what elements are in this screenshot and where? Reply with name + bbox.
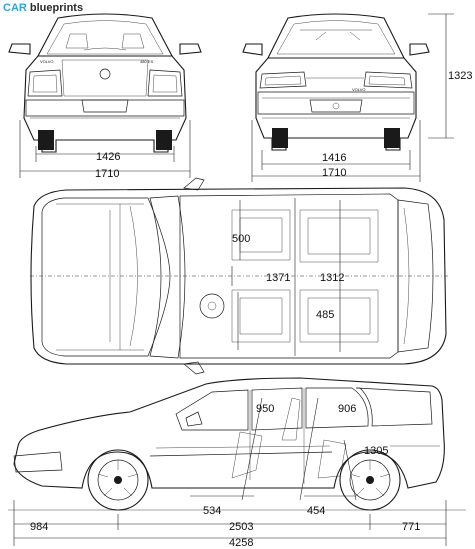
dim-seat-offset-front: 534	[203, 505, 221, 517]
front-view	[242, 13, 430, 151]
dim-overall-length: 4258	[229, 537, 253, 549]
dim-front-overhang: 984	[30, 521, 48, 533]
logo-part-blueprints: blueprints	[26, 2, 84, 14]
rear-badge-left: VOLVO	[40, 59, 54, 64]
dim-rear-headroom: 906	[338, 403, 356, 415]
dim-front-width: 1710	[322, 167, 346, 179]
dim-rear-overhang: 771	[402, 521, 420, 533]
rear-view	[8, 13, 202, 153]
dim-front-interior-width: 1371	[266, 272, 290, 284]
dim-seat-offset-rear: 454	[307, 505, 325, 517]
rear-badge-right: 480 ES	[140, 59, 153, 64]
dim-seat-depth: 500	[232, 233, 250, 245]
front-dimension-lines	[251, 13, 454, 182]
dim-rear-interior-width: 1312	[320, 272, 344, 284]
dim-front-headroom: 950	[256, 403, 274, 415]
dim-front-track: 1416	[322, 152, 346, 164]
top-view	[30, 177, 448, 375]
side-view	[8, 377, 466, 511]
logo-part-car: CAR	[3, 2, 27, 14]
rear-dimension-lines	[19, 120, 191, 178]
dim-wheelbase: 2503	[229, 521, 253, 533]
dim-rear-track: 1426	[96, 151, 120, 163]
car-blueprints-logo: CAR blueprints	[3, 2, 83, 14]
side-dimension-lines	[13, 397, 447, 546]
dim-height: 1323	[448, 70, 472, 82]
front-badge: VOLVO	[352, 87, 366, 92]
dim-cargo-length: 1305	[364, 445, 388, 457]
dim-rear-seat-depth: 485	[316, 309, 334, 321]
dim-rear-width: 1710	[95, 168, 119, 180]
top-dimension-lines	[231, 198, 341, 356]
